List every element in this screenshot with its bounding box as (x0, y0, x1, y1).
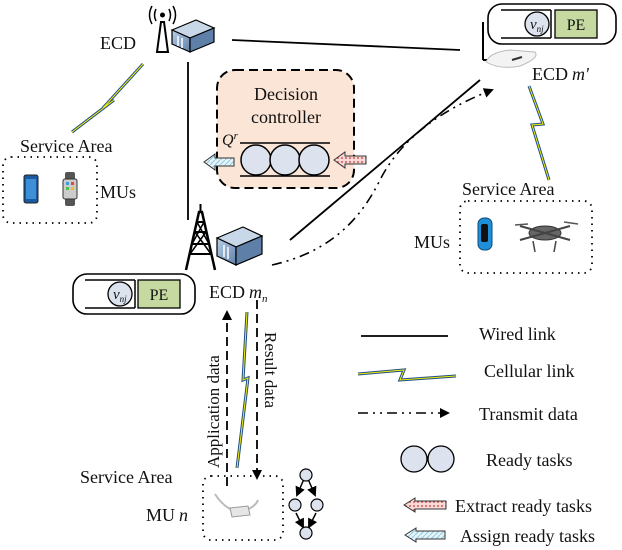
vm-icon (107, 281, 133, 307)
decision-controller[interactable]: Decision controller Qr (203, 69, 367, 189)
queue-task (298, 144, 330, 176)
mus-label: MUs (414, 232, 450, 252)
processing-unit-top: vnj PE (487, 3, 617, 45)
queue-task (240, 144, 272, 176)
pe-box (554, 9, 598, 39)
wired-link-top (231, 39, 461, 51)
fitness-band-icon (477, 217, 493, 251)
ecd-top-left-label: ECD (100, 33, 136, 53)
legend: Wired link Cellular link Transmit data R… (357, 324, 595, 546)
smart-glasses-icon (214, 493, 259, 518)
server-icon (170, 19, 216, 53)
queue-label: Qr (222, 130, 239, 149)
service-area-left[interactable]: Service Area MUs (2, 136, 136, 224)
wired-links (187, 39, 481, 241)
processing-unit-center: vnj PE (72, 273, 196, 315)
service-area-boundary (2, 156, 98, 224)
ecd-top-left[interactable]: ECD (100, 5, 216, 53)
dag-task-node (299, 468, 313, 482)
svg-text:Transmit data: Transmit data (479, 404, 578, 424)
svg-text:Wired link: Wired link (479, 324, 556, 344)
pe-box (137, 279, 181, 309)
svg-text:Extract ready tasks: Extract ready tasks (455, 496, 592, 516)
extract-arrow-icon (333, 151, 367, 169)
svg-text:Ready tasks: Ready tasks (486, 450, 572, 470)
svg-text:PE: PE (150, 287, 169, 304)
smartphone-icon (23, 174, 39, 204)
decision-controller-title-1: Decision (254, 84, 318, 104)
vm-icon (524, 11, 550, 37)
svg-text:PE: PE (567, 17, 586, 34)
service-area-title: Service Area (20, 136, 112, 156)
server-icon (215, 226, 264, 266)
legend-item-ready-tasks: Ready tasks (400, 445, 572, 473)
legend-item-wired: Wired link (361, 324, 556, 344)
legend-item-cellular: Cellular link (357, 361, 574, 382)
service-area-title: Service Area (80, 467, 172, 487)
cell-tower-icon (184, 204, 217, 271)
application-data-label: Application data (204, 355, 223, 468)
svg-text:Assign ready tasks: Assign ready tasks (460, 526, 595, 546)
cellular-link-bottom (235, 311, 250, 469)
drone-icon (514, 221, 579, 253)
wireless-router-icon (482, 22, 537, 68)
svg-text:vnj: vnj (113, 287, 127, 304)
result-data-link: Result data (252, 300, 280, 480)
wired-link-diagonal (289, 79, 481, 241)
service-area-title: Service Area (462, 179, 554, 199)
mus-label: MUs (100, 182, 136, 202)
legend-item-extract: Extract ready tasks (403, 496, 592, 516)
cellular-link-top-left (71, 62, 145, 134)
legend-item-transmit: Transmit data (358, 404, 578, 424)
smartwatch-icon (62, 172, 78, 206)
queue-task (269, 144, 301, 176)
transmit-data-path (271, 88, 494, 266)
legend-item-assign: Assign ready tasks (404, 526, 595, 546)
svg-text:Cellular link: Cellular link (484, 361, 574, 381)
decision-controller-title-2: controller (251, 107, 321, 127)
application-data-link: Application data (204, 310, 232, 486)
svg-text:vnj: vnj (530, 17, 544, 34)
antenna-icon (148, 5, 177, 53)
assign-arrow-icon (203, 153, 235, 171)
cellular-link-right (527, 85, 551, 181)
service-area-boundary (459, 200, 593, 274)
result-data-label: Result data (261, 332, 280, 408)
dag-task-node (288, 498, 302, 512)
service-area-right[interactable]: Service Area MUs (414, 179, 593, 274)
dag-task-node (310, 498, 324, 512)
task-dag-icon (288, 468, 324, 540)
ready-task-queue (240, 142, 330, 177)
dag-task-node (299, 526, 313, 540)
